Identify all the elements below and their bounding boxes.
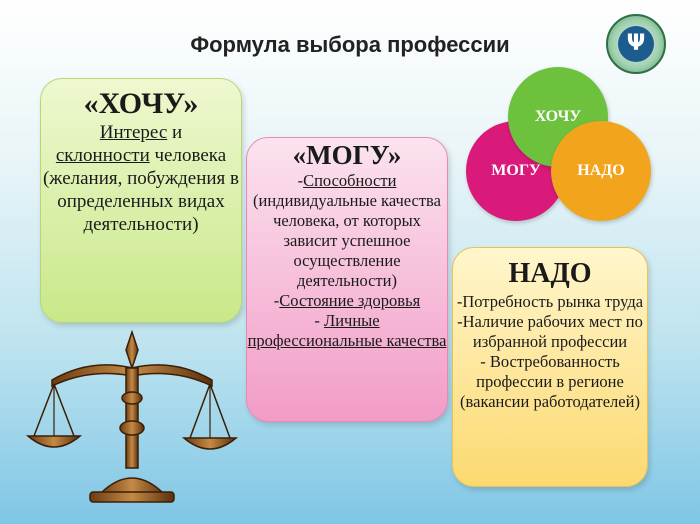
can-body: -Способности (индивидуальные качества че… [247, 171, 447, 351]
want-heading: «ХОЧУ» [83, 87, 199, 120]
can-dash: - [297, 171, 304, 190]
must-line-demand: - Востребованность профессии в регионе (… [460, 352, 640, 411]
can-personal: Личные профессиональные качества [247, 311, 447, 350]
can-dash: - [314, 311, 325, 330]
venn-must-label: НАДО [577, 162, 625, 179]
want-body: Интерес и склонности человека (желания, … [41, 121, 241, 236]
can-health: Состояние здоровья [279, 291, 421, 310]
scales-icon [25, 329, 239, 503]
must-line-market: -Потребность рынка труда [456, 292, 644, 311]
must-card: НАДО -Потребность рынка труда -Наличие р… [452, 247, 648, 487]
must-heading: НАДО [508, 258, 592, 289]
venn-want-label: ХОЧУ [534, 108, 582, 125]
want-inclinations: склонности [55, 145, 150, 166]
must-line-jobs: -Наличие рабочих мест по избранной профе… [457, 312, 643, 351]
can-card: «МОГУ» -Способности (индивидуальные каче… [246, 137, 448, 422]
want-rest: человека (желания, побуждения в определе… [42, 145, 239, 235]
can-abilities-desc: (индивидуальные качества человека, от ко… [253, 191, 441, 290]
can-dash: - [273, 291, 280, 310]
page-title: Формула выбора профессии [190, 32, 510, 57]
emblem-logo: Ψ [606, 14, 666, 74]
want-and: и [167, 122, 183, 143]
want-card: «ХОЧУ» Интерес и склонности человека (же… [40, 78, 242, 323]
must-body: -Потребность рынка труда -Наличие рабочи… [453, 292, 647, 412]
can-abilities: Способности [303, 171, 397, 190]
psi-icon: Ψ [618, 26, 654, 62]
can-heading: «МОГУ» [292, 140, 402, 170]
want-interest: Интерес [99, 122, 168, 143]
venn-can-label: МОГУ [491, 162, 541, 179]
venn-must-circle: НАДО [551, 121, 651, 221]
